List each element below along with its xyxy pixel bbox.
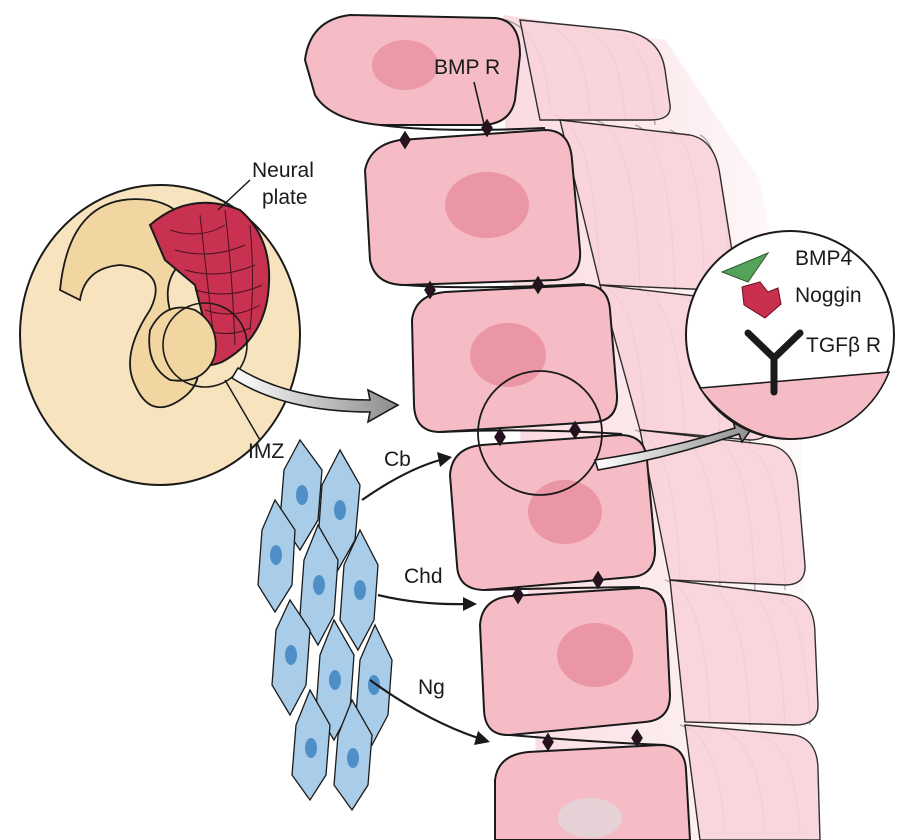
tgfb-receptor-icon <box>744 329 804 396</box>
ectoderm-cell-4 <box>478 586 672 737</box>
embryo <box>19 179 301 486</box>
arrows <box>230 366 760 745</box>
noggin-arrow-label: Ng <box>418 676 445 699</box>
ectoderm-cell-top <box>303 13 522 126</box>
neural-plate-label-line2: plate <box>262 186 308 209</box>
ectoderm-cell-bottom <box>494 743 692 840</box>
ectoderm-cell-1 <box>363 128 582 287</box>
imz-label: IMZ <box>248 440 284 463</box>
bmp-receptor-markers <box>399 118 643 752</box>
imz-mesoderm-cells <box>257 438 393 812</box>
zoom-to-legend-arrow <box>593 417 760 471</box>
blastopore-lip <box>148 306 217 382</box>
legend-noggin-label: Noggin <box>795 284 862 307</box>
legend-tgfb-receptor-label: TGFβ R <box>806 334 881 357</box>
legend-membrane <box>698 371 891 440</box>
ectoderm-epithelium <box>303 13 821 840</box>
imz-pointer <box>224 379 261 441</box>
zoom-circle-embryo <box>162 302 248 388</box>
noggin-molecule-icon <box>741 281 782 319</box>
cell-junctions <box>379 124 666 746</box>
legend-bmp4-label: BMP4 <box>795 247 853 270</box>
neural-plate-pointer <box>217 179 251 211</box>
bmp-receptor-label: BMP R <box>434 56 500 79</box>
neural-plate-label-line1: Neural <box>252 159 314 182</box>
cerberus-label: Cb <box>384 448 411 471</box>
legend-inset <box>685 230 895 440</box>
ectoderm-cell-3 <box>448 433 657 592</box>
labels: Neural plate BMP R IMZ Cb Chd Ng BMP4 No… <box>248 56 881 699</box>
chordin-label: Chd <box>404 565 443 588</box>
bmp-receptor-pointer <box>473 81 485 125</box>
bmp4-triangle-icon <box>720 251 770 283</box>
zoom-circle-junction <box>477 370 603 496</box>
signal-arrowheads <box>437 452 490 745</box>
ectoderm-cell-2 <box>410 283 619 434</box>
signal-arrows <box>361 458 479 740</box>
embryo-to-tissue-arrow <box>230 366 400 424</box>
